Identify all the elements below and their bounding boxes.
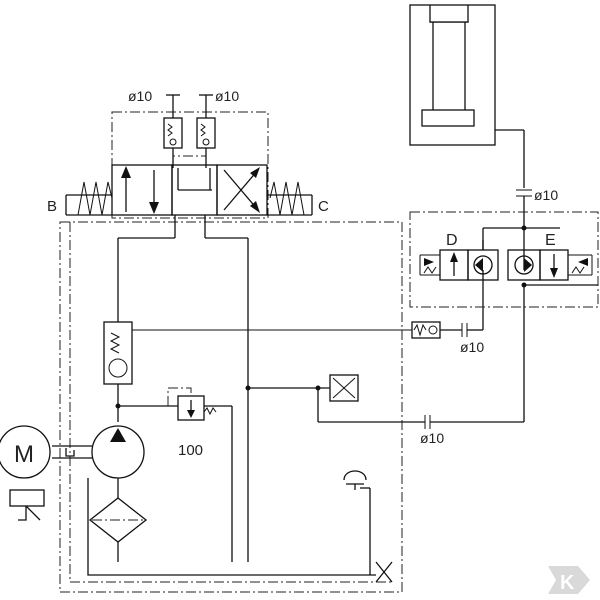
- diam-cyl-label: ø10: [534, 187, 558, 203]
- valve-c-label: C: [318, 198, 329, 215]
- pump: [91, 425, 145, 498]
- electric-motor: M: [0, 425, 51, 479]
- supply-lines: [117, 215, 249, 562]
- check-valve-main: [103, 321, 133, 422]
- motor-solenoid: [9, 489, 45, 521]
- relief-setting-label: 100: [178, 442, 203, 459]
- hydraulic-cylinder: [409, 4, 525, 188]
- valve-d: D: [419, 232, 499, 281]
- valve-e: E: [482, 225, 598, 288]
- coupling: [52, 445, 92, 459]
- orifice-cyl: ø10: [516, 187, 558, 270]
- valve-e-label: E: [545, 232, 556, 249]
- relief-valve: 100: [118, 387, 233, 562]
- valve-group-de-boundary: [409, 211, 599, 308]
- directional-valve-bc: ø10 ø10 B C: [47, 88, 329, 219]
- diam-low-label: ø10: [420, 430, 444, 446]
- tank-inner-boundary: [69, 222, 392, 583]
- logo-letter: K: [560, 572, 575, 594]
- diam-left-label: ø10: [128, 88, 152, 104]
- check-valve-right: ø10: [411, 270, 484, 355]
- breather-cap: [343, 470, 393, 583]
- filter: [87, 478, 376, 576]
- brand-logo: K: [548, 566, 590, 594]
- power-pack-boundary: [59, 221, 403, 593]
- cross-block: ø10: [245, 285, 525, 446]
- valve-d-label: D: [446, 232, 458, 249]
- diam-right-label: ø10: [215, 88, 239, 104]
- valve-b-label: B: [47, 198, 57, 215]
- motor-label: M: [14, 441, 34, 468]
- diam-mid-label: ø10: [460, 339, 484, 355]
